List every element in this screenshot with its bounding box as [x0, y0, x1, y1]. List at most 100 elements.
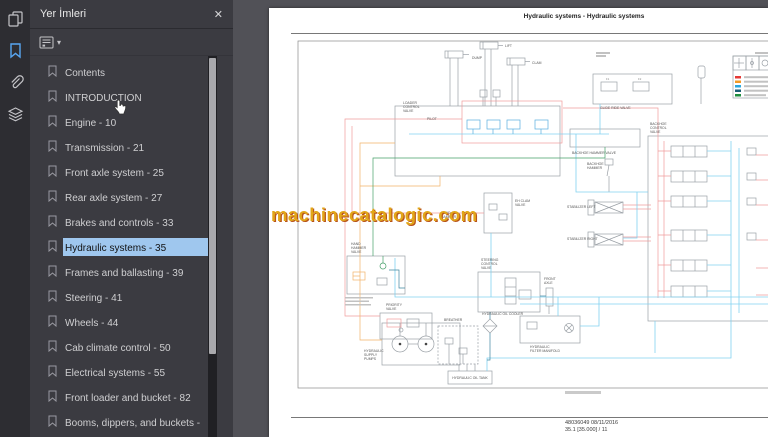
- page-header: Hydraulic systems - Hydraulic systems: [523, 13, 645, 20]
- cyan-lines: [394, 104, 768, 371]
- hydraulic-schematic: DUMP LIFT CLAM LOADER CONTROL VALVE PILO…: [297, 40, 768, 389]
- svg-text:SUPPLY: SUPPLY: [364, 353, 378, 357]
- bookmark-item-label: Contents: [65, 68, 106, 79]
- bookmark-ribbon-icon: [48, 214, 57, 232]
- svg-text:VALVE: VALVE: [386, 307, 397, 311]
- bookmark-item-label: Cab climate control - 50: [65, 343, 171, 354]
- bookmark-item-label: Wheels - 44: [65, 318, 119, 329]
- svg-text:F2: F2: [638, 77, 642, 81]
- bookmark-list: Contents INTRODUCTION Engine - 10: [30, 56, 208, 437]
- svg-text:HYDRAULIC: HYDRAULIC: [530, 345, 550, 349]
- sidebar-icon-rail: [0, 0, 30, 437]
- svg-text:CONTROL: CONTROL: [403, 105, 420, 109]
- bookmark-ribbon-icon: [48, 239, 57, 257]
- bookmark-item[interactable]: Contents: [30, 60, 208, 85]
- bookmark-ribbon-icon: [48, 164, 57, 182]
- bookmark-ribbon-icon: [48, 339, 57, 357]
- svg-text:HAMMER: HAMMER: [351, 246, 367, 250]
- bookmark-ribbon-icon: [48, 289, 57, 307]
- svg-text:CLAM: CLAM: [532, 61, 542, 65]
- bookmark-item[interactable]: Front axle system - 25: [30, 160, 208, 185]
- bookmark-ribbon-icon: [48, 364, 57, 382]
- bookmark-item[interactable]: Engine - 10: [30, 110, 208, 135]
- svg-text:BACKHOE: BACKHOE: [650, 122, 667, 126]
- bookmark-item-label: Electrical systems - 55: [65, 368, 166, 379]
- watermark: machinecatalogic.com: [271, 204, 478, 225]
- page-footer: 48036049 08/11/2016 35.1 [35.000] / 11: [565, 420, 618, 435]
- svg-text:LOADER: LOADER: [403, 101, 417, 105]
- bookmark-ribbon-icon: [48, 64, 57, 82]
- bookmark-item-label: Booms, dippers, and buckets - 84: [65, 418, 201, 437]
- green-lines: [372, 147, 606, 270]
- bookmark-item[interactable]: Front loader and bucket - 82: [30, 385, 208, 410]
- footer-page-number: 35.1 [35.000] / 11: [565, 427, 608, 434]
- bookmark-options-icon: [39, 36, 54, 48]
- bookmark-item-label: INTRODUCTION: [65, 93, 142, 104]
- bookmark-ribbon-icon: [48, 139, 57, 157]
- svg-text:PRIORITY: PRIORITY: [386, 303, 403, 307]
- document-area: Hydraulic systems - Hydraulic systems: [233, 0, 768, 437]
- svg-text:LIFT: LIFT: [505, 44, 512, 48]
- svg-text:AXLE: AXLE: [544, 281, 553, 285]
- bookmark-ribbon-icon: [48, 314, 57, 332]
- bookmark-item[interactable]: Transmission - 21: [30, 135, 208, 160]
- bookmark-item[interactable]: Electrical systems - 55: [30, 360, 208, 385]
- loader-spools: [466, 119, 549, 134]
- bookmark-ribbon-icon: [48, 264, 57, 282]
- svg-text:PUMPS: PUMPS: [364, 357, 377, 361]
- bookmarks-icon[interactable]: [4, 39, 26, 61]
- bookmarks-panel: Yer İmleri ✕ ▾ Contents: [30, 0, 262, 437]
- bookmark-item[interactable]: Brakes and controls - 33: [30, 210, 208, 235]
- bookmark-item[interactable]: Rear axle system - 27: [30, 185, 208, 210]
- bookmark-item-label: Engine - 10: [65, 118, 117, 129]
- component-outlines: [346, 41, 768, 385]
- svg-text:STEERING: STEERING: [481, 258, 499, 262]
- bookmark-item-label: Brakes and controls - 33: [65, 218, 174, 229]
- svg-text:CONTROL: CONTROL: [650, 126, 667, 130]
- bookmark-options-button[interactable]: ▾: [39, 36, 61, 49]
- scrollbar-thumb[interactable]: [209, 58, 216, 354]
- svg-text:VALVE: VALVE: [403, 109, 414, 113]
- svg-text:PILOT: PILOT: [427, 117, 437, 121]
- svg-text:EH CLAM: EH CLAM: [515, 199, 530, 203]
- bookmark-ribbon-icon: [48, 89, 57, 107]
- schematic-frame: [297, 40, 768, 389]
- layers-icon[interactable]: [4, 103, 26, 125]
- bookmark-item[interactable]: Frames and ballasting - 39: [30, 260, 208, 285]
- svg-text:VALVE: VALVE: [515, 203, 526, 207]
- bookmark-item[interactable]: INTRODUCTION: [30, 85, 208, 110]
- svg-text:FRONT: FRONT: [544, 277, 556, 281]
- svg-text:VALVE: VALVE: [650, 130, 661, 134]
- bookmark-item[interactable]: Steering - 41: [30, 285, 208, 310]
- schematic-labels: DUMP LIFT CLAM LOADER CONTROL VALVE PILO…: [351, 44, 667, 380]
- svg-text:HAMMER: HAMMER: [587, 166, 603, 170]
- svg-text:HYDRAULIC OIL TANK: HYDRAULIC OIL TANK: [452, 376, 488, 380]
- small-print-bar: [565, 391, 601, 394]
- bookmark-item[interactable]: Booms, dippers, and buckets - 84: [30, 410, 208, 437]
- pdf-page: Hydraulic systems - Hydraulic systems: [269, 8, 768, 437]
- page-thumbnails-icon[interactable]: [4, 7, 26, 29]
- bookmark-item[interactable]: Hydraulic systems - 35: [30, 235, 208, 260]
- orange-lines: [352, 142, 441, 341]
- bookmark-item[interactable]: Wheels - 44: [30, 310, 208, 335]
- bookmark-item-label: Rear axle system - 27: [65, 193, 163, 204]
- svg-text:STABILIZER RIGHT: STABILIZER RIGHT: [567, 237, 598, 241]
- footer-rule: [291, 417, 768, 418]
- svg-text:F1: F1: [606, 77, 610, 81]
- svg-text:DUMP: DUMP: [472, 56, 483, 60]
- svg-text:HYDRAULIC: HYDRAULIC: [364, 349, 384, 353]
- footer-doc-number: 48036049 08/11/2016: [565, 420, 619, 426]
- bookmark-ribbon-icon: [48, 189, 57, 207]
- bookmarks-scrollbar[interactable]: [208, 56, 217, 437]
- micro-text-bars: [345, 52, 768, 306]
- svg-text:HAND: HAND: [351, 242, 361, 246]
- svg-text:HYDRAULIC OIL COOLER: HYDRAULIC OIL COOLER: [482, 312, 524, 316]
- attachments-icon[interactable]: [4, 71, 26, 93]
- legend-chips: [735, 76, 741, 97]
- chevron-down-icon: ▾: [57, 37, 62, 47]
- bookmark-item-label: Hydraulic systems - 35: [65, 243, 167, 254]
- bookmark-ribbon-icon: [48, 389, 57, 407]
- bookmark-item-label: Front axle system - 25: [65, 168, 164, 179]
- bookmark-item[interactable]: Cab climate control - 50: [30, 335, 208, 360]
- close-panel-icon[interactable]: ✕: [213, 8, 223, 21]
